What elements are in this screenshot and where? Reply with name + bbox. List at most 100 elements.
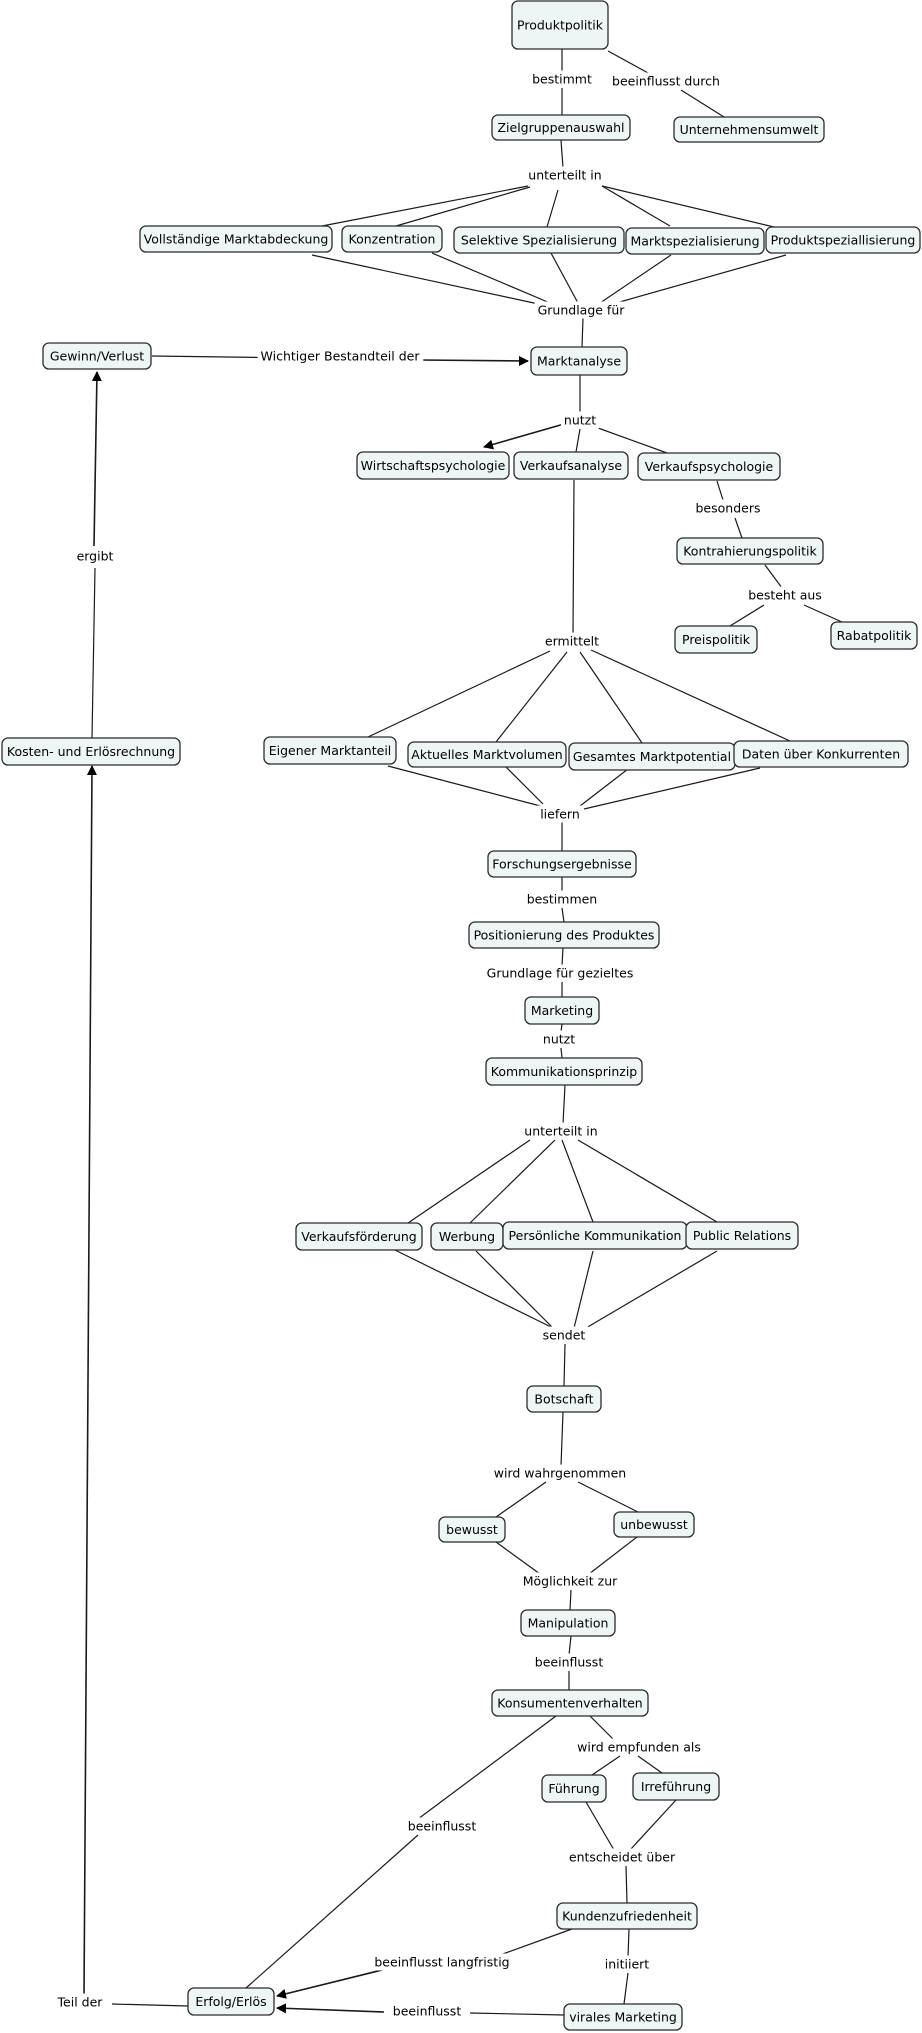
concept-label: Preispolitik	[682, 632, 751, 647]
connection-line	[583, 767, 761, 810]
concept-zielgruppenauswahl[interactable]: Zielgruppenauswahl	[491, 114, 631, 141]
linking-phrase-wird-empfunden: wird empfunden als	[577, 1740, 701, 1755]
concept-kosten[interactable]: Kosten- und Erlösrechnung	[1, 737, 181, 766]
concept-public[interactable]: Public Relations	[685, 1221, 799, 1250]
connection-line	[591, 1755, 621, 1776]
concept-box	[511, 0, 609, 50]
linking-phrase-bg	[73, 547, 117, 565]
concept-box	[530, 346, 628, 376]
concept-label: Marketing	[531, 1003, 593, 1018]
concept-label: Kundenzufriedenheit	[562, 1909, 692, 1924]
concept-produktspezialisierung[interactable]: Produktspeziallisierung	[765, 226, 921, 254]
connection-line	[577, 1481, 639, 1513]
concept-box	[1, 737, 181, 766]
linking-phrase-ergibt: ergibt	[77, 549, 114, 564]
concept-box	[438, 1516, 506, 1543]
concept-werbung[interactable]: Werbung	[430, 1222, 504, 1251]
concept-manipulation[interactable]: Manipulation	[520, 1609, 616, 1637]
concept-label: Zielgruppenauswahl	[497, 120, 624, 135]
concept-marktanalyse[interactable]: Marktanalyse	[530, 346, 628, 376]
concept-unbewusst[interactable]: unbewusst	[613, 1511, 695, 1538]
concept-eigener[interactable]: Eigener Marktanteil	[263, 736, 397, 765]
concept-kontrahierungspolitik[interactable]: Kontrahierungspolitik	[676, 537, 824, 565]
concept-marketing[interactable]: Marketing	[524, 996, 600, 1025]
concept-vollstaendige[interactable]: Vollständige Marktabdeckung	[139, 225, 333, 253]
concept-label: Rabatpolitik	[837, 628, 912, 643]
concept-viral[interactable]: virales Marketing	[563, 2003, 683, 2031]
connection-line	[83, 765, 97, 1996]
concept-gewinn[interactable]: Gewinn/Verlust	[42, 342, 152, 370]
concept-label: Produktpolitik	[517, 18, 604, 33]
linking-phrase-bg	[609, 72, 723, 90]
concept-aktuelles[interactable]: Aktuelles Marktvolumen	[407, 741, 567, 768]
concept-gesamtes[interactable]: Gesamtes Marktpotential	[568, 742, 736, 771]
connection-line	[734, 517, 743, 539]
concept-produktpolitik[interactable]: Produktpolitik	[511, 0, 609, 50]
connection-line	[589, 1715, 615, 1741]
concept-verkaufspsychologie[interactable]: Verkaufspsychologie	[637, 452, 781, 481]
concept-label: Werbung	[439, 1229, 495, 1244]
concept-label: Führung	[548, 1781, 599, 1796]
concept-forschung[interactable]: Forschungsergebnisse	[487, 850, 637, 878]
concept-irrefuehrung[interactable]: Irreführung	[632, 1772, 720, 1801]
linking-phrase-bg	[537, 805, 583, 823]
concept-verkaufsanalyse[interactable]: Verkaufsanalyse	[513, 451, 629, 480]
linking-phrase-bg	[257, 347, 424, 365]
linking-phrase-beeinflusst-2: beeinflusst	[408, 1819, 477, 1834]
concept-unternehmensumwelt[interactable]: Unternehmensumwelt	[673, 116, 825, 143]
linking-phrase-besteht-aus: besteht aus	[748, 588, 822, 603]
concept-box	[676, 537, 824, 565]
connection-line	[680, 89, 725, 118]
concept-box	[685, 1221, 799, 1250]
connection-line	[560, 1411, 564, 1467]
connection-line	[111, 2003, 189, 2007]
concept-label: Verkaufsförderung	[301, 1229, 416, 1244]
linking-phrase-bg	[692, 499, 764, 517]
concept-box	[295, 1222, 423, 1251]
concept-konzentration[interactable]: Konzentration	[341, 225, 443, 253]
concept-konsumentenverhalten[interactable]: Konsumentenverhalten	[491, 1689, 649, 1717]
concept-label: Gewinn/Verlust	[50, 349, 144, 364]
linking-phrase-nutzt-1: nutzt	[564, 413, 596, 428]
connection-line	[588, 1536, 638, 1575]
concept-label: Botschaft	[534, 1392, 593, 1407]
concept-erfolg[interactable]: Erfolg/Erlös	[187, 1987, 275, 2016]
connection-line	[579, 651, 643, 744]
concept-marktspezialisierung[interactable]: Marktspezialisierung	[625, 227, 765, 255]
connection-line	[495, 1541, 541, 1575]
concept-bewusst[interactable]: bewusst	[438, 1516, 506, 1543]
concept-box	[765, 226, 921, 254]
connection-line	[601, 185, 775, 228]
linking-phrase-bg	[525, 166, 605, 184]
connection-line	[495, 651, 568, 743]
concept-wirtschaftspsychologie[interactable]: Wirtschaftspsychologie	[356, 451, 510, 480]
connection-line	[91, 371, 102, 547]
connection-line	[563, 1343, 566, 1387]
concept-box	[453, 226, 625, 254]
linking-phrase-wichtiger: Wichtiger Bestandteil der	[261, 349, 421, 364]
concept-selektive[interactable]: Selektive Spezialisierung	[453, 226, 625, 254]
concept-botschaft[interactable]: Botschaft	[526, 1385, 602, 1413]
connection-line	[311, 254, 544, 306]
concept-rabatpolitik[interactable]: Rabatpolitik	[830, 621, 918, 650]
connection-line	[321, 185, 529, 227]
concept-box	[187, 1987, 275, 2016]
concept-label: Marktanalyse	[537, 354, 621, 369]
concept-verkaufsfoerderung[interactable]: Verkaufsförderung	[295, 1222, 423, 1251]
connection-line	[637, 1755, 663, 1774]
connection-line	[550, 252, 579, 304]
concept-fuehrung[interactable]: Führung	[541, 1774, 607, 1803]
connection-line	[394, 1249, 554, 1329]
concept-persoenliche[interactable]: Persönliche Kommunikation	[502, 1221, 688, 1250]
concept-positionierung[interactable]: Positionierung des Produktes	[468, 921, 660, 949]
concept-kommunikation[interactable]: Kommunikationsprinzip	[485, 1057, 643, 1086]
concept-kundenzufriedenheit[interactable]: Kundenzufriedenheit	[556, 1902, 698, 1930]
linking-phrase-bestimmen: bestimmen	[527, 892, 597, 907]
connection-line	[561, 947, 564, 967]
concept-daten[interactable]: Daten über Konkurrenten	[733, 740, 909, 768]
linking-phrase-bg	[531, 1653, 607, 1671]
concept-preispolitik[interactable]: Preispolitik	[674, 625, 758, 654]
connection-line	[431, 252, 551, 304]
